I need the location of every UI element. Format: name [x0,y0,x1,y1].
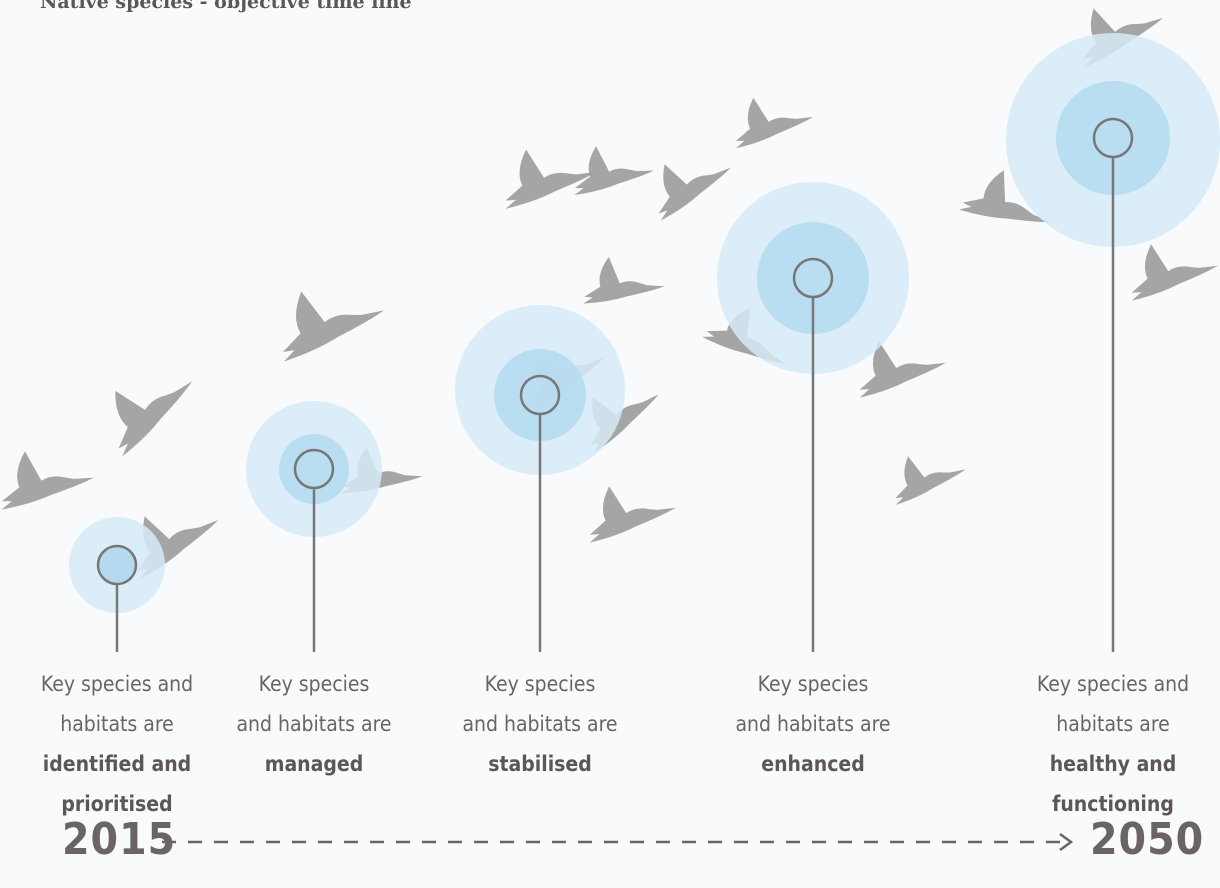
bird-icon [0,438,97,510]
milestone-caption-1: Key species and habitats are identified … [17,664,217,824]
caption-state: stabilised [488,752,592,776]
arrowhead-icon [1059,832,1074,852]
marker-ring [96,544,138,586]
milestone-markers [69,33,1220,652]
caption-line: and habitats are [462,712,618,736]
timeline-arrow [162,832,1074,852]
bird-icon [492,133,600,209]
milestone-caption-5: Key species and habitats are healthy and… [1013,664,1213,824]
inner-halo [494,349,586,441]
caption-line: Key species and [40,672,194,696]
inner-halo [1056,81,1170,195]
end-year: 2050 [1090,814,1205,865]
caption-line: Key species and [1036,672,1190,696]
start-year: 2015 [62,814,177,865]
inner-halo [757,222,869,334]
bird-icon [881,439,969,506]
milestone-caption-3: Key species and habitats are stabilised [440,664,640,784]
caption-state: managed [264,752,364,776]
caption-state: identified and prioritised [42,752,192,816]
milestone-marker [717,182,909,652]
caption-line: Key species [258,672,370,696]
milestone-marker [246,401,382,652]
milestone-marker [69,517,165,652]
milestone-caption-2: Key species and habitats are managed [214,664,414,784]
milestone-marker [1006,33,1220,652]
caption-line: Key species [484,672,596,696]
inner-halo [279,434,349,504]
milestone-marker [455,305,625,652]
bird-icon [637,136,737,221]
caption-state: healthy and functioning [1049,752,1177,816]
bird-icon [566,137,656,196]
caption-state: enhanced [761,752,865,776]
caption-line: and habitats are [236,712,392,736]
bird-icon [263,267,389,362]
milestone-caption-4: Key species and habitats are enhanced [713,664,913,784]
bird-icon [87,349,201,457]
caption-line: Key species [757,672,869,696]
bird-icon [577,471,679,543]
bird-icon [724,84,816,149]
caption-line: habitats are [1056,712,1170,736]
bird-icon [579,252,666,304]
page-title: Native species - objective time line [40,0,412,13]
caption-line: and habitats are [735,712,891,736]
caption-line: habitats are [60,712,174,736]
